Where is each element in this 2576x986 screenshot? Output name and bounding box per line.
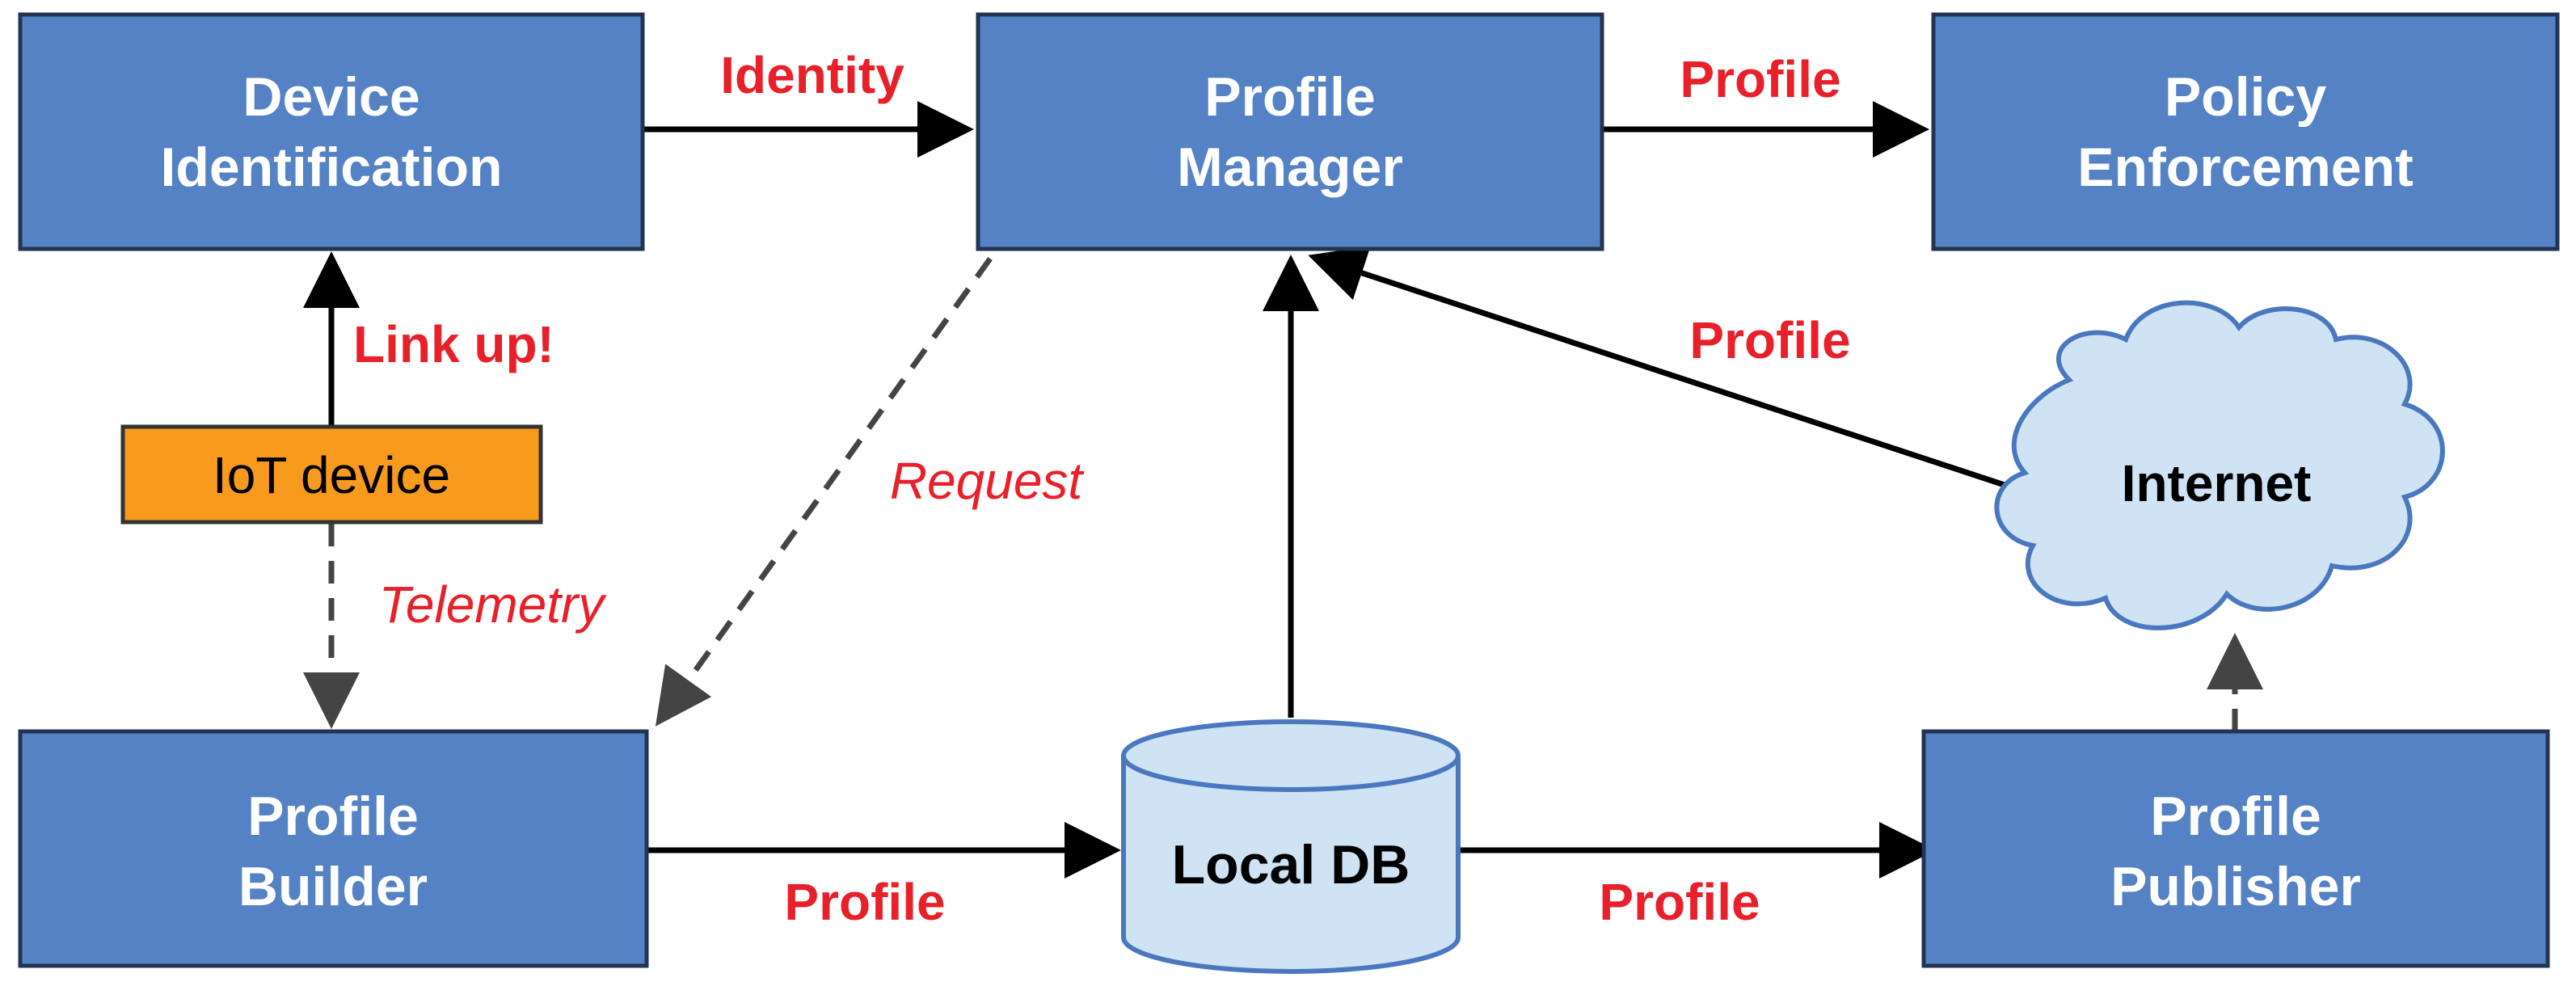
edge-label-link-up: Link up! xyxy=(353,315,554,373)
edge-request-arrow xyxy=(655,256,993,727)
device-identification-node[interactable]: Device Identification xyxy=(18,12,645,251)
profile-manager-node[interactable]: Profile Manager xyxy=(976,12,1604,251)
policy-enforcement-label-line1: Policy xyxy=(2165,66,2326,128)
profile-publisher-node[interactable]: Profile Publisher xyxy=(1921,729,2550,968)
edge-label-profile-builder-db: Profile xyxy=(784,873,945,931)
iot-device-label: IoT device xyxy=(213,446,450,504)
edge-label-telemetry: Telemetry xyxy=(379,575,608,634)
edge-label-request: Request xyxy=(890,452,1085,510)
local-db-label: Local DB xyxy=(1172,834,1410,895)
edge-label-profile-internet: Profile xyxy=(1689,311,1850,369)
profile-manager-label-line2: Manager xyxy=(1177,137,1403,198)
profile-manager-label-line1: Profile xyxy=(1204,66,1376,128)
profile-builder-label-line2: Builder xyxy=(238,856,428,917)
internet-cloud-node[interactable]: Internet xyxy=(1994,300,2445,630)
iot-device-node[interactable]: IoT device xyxy=(120,424,543,525)
edge-label-profile-policy: Profile xyxy=(1680,50,1840,108)
policy-enforcement-node[interactable]: Policy Enforcement xyxy=(1931,12,2560,251)
profile-builder-node[interactable]: Profile Builder xyxy=(18,729,649,968)
profile-builder-label-line1: Profile xyxy=(247,786,419,847)
device-identification-label-line2: Identification xyxy=(160,137,502,198)
internet-label: Internet xyxy=(2122,454,2312,512)
profile-publisher-label-line1: Profile xyxy=(2150,786,2321,847)
profile-publisher-label-line2: Publisher xyxy=(2110,856,2361,917)
local-db-node[interactable]: Local DB xyxy=(1121,719,1461,974)
policy-enforcement-label-line2: Enforcement xyxy=(2077,137,2414,198)
edge-label-profile-db-publisher: Profile xyxy=(1599,873,1760,931)
edge-label-identity: Identity xyxy=(720,46,904,104)
edge-internet-manager-arrow xyxy=(1308,246,2018,492)
device-identification-label-line1: Device xyxy=(242,66,419,128)
